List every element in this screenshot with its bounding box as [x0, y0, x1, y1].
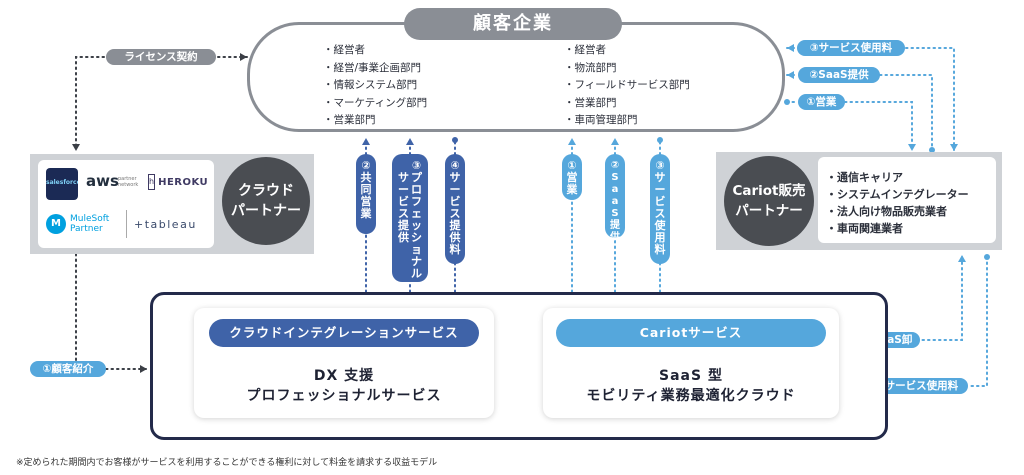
dept-item: ・情報システム部門 [323, 79, 418, 92]
dept-item: ・経営/事業企画部門 [323, 61, 422, 74]
customer-referral-label: ①顧客紹介 [30, 361, 106, 377]
cariot-service-title: Cariotサービス [556, 319, 826, 347]
customer-box [247, 22, 785, 132]
integration-service-title: クラウドインテグレーションサービス [209, 319, 479, 347]
dept-item: ・物流部門 [564, 61, 617, 74]
saas-provide-label: ②SaaS提供 [798, 67, 880, 83]
integration-service-description: DX 支援 プロフェッショナルサービス [246, 368, 442, 404]
partner-item: ・通信キャリア [826, 171, 903, 184]
partner-item: ・車両関連業者 [826, 222, 903, 235]
salesforce-logo: salesforce PARTNER [46, 168, 78, 200]
service-fee-label-bottom: ③サービス使用料 [866, 378, 968, 394]
license-contract-label: ライセンス契約 [106, 49, 216, 65]
heroku-icon: h [148, 174, 156, 190]
aws-partner-text: partner network [118, 176, 139, 188]
footnote: ※定められた期間内でお客様がサービスを利用することができる権利に対して料金を請求… [16, 458, 438, 468]
service-fee-label-top: ③サービス使用料 [797, 40, 905, 56]
dept-item: ・営業部門 [323, 114, 376, 127]
customer-title: 顧客企業 [404, 8, 622, 40]
customer-departments-right: ・経営者 ・物流部門 ・フィールドサービス部門 ・営業部門 ・車両管理部門 [564, 42, 690, 130]
dept-item: ・営業部門 [564, 96, 617, 109]
sales-label: ①営業 [798, 94, 845, 110]
cariot-partner-circle: Cariot販売 パートナー [724, 156, 814, 246]
partner-item: ・法人向け物品販売業者 [826, 205, 947, 218]
dept-item: ・フィールドサービス部門 [564, 79, 690, 92]
heroku-logo: h HEROKU [148, 174, 208, 190]
dept-item: ・車両管理部門 [564, 114, 638, 127]
dept-item: ・マーケティング部門 [323, 96, 428, 109]
dept-item: ・経営者 [323, 44, 365, 56]
cariot-service-description: SaaS 型 モビリティ業務最適化クラウド [586, 368, 796, 404]
pill-column-2: サービス提供 [398, 171, 409, 244]
customer-departments-left: ・経営者 ・経営/事業企画部門 ・情報システム部門 ・マーケティング部門 ・営業… [323, 42, 427, 130]
partner-item: ・システムインテグレーター [826, 188, 969, 201]
mulesoft-icon: M [46, 214, 66, 234]
dept-item: ・経営者 [564, 44, 606, 56]
aws-logo: aws [86, 172, 119, 190]
cloud-partner-logos: salesforce PARTNER aws partner network h… [38, 160, 214, 248]
cariot-partner-list: ・通信キャリア ・システムインテグレーター ・法人向け物品販売業者 ・車両関連業… [818, 157, 996, 243]
tableau-logo: +tableau [134, 218, 197, 231]
cloud-partner-circle: クラウド パートナー [222, 157, 310, 245]
mulesoft-logo: M MuleSoft Partner [46, 210, 127, 238]
